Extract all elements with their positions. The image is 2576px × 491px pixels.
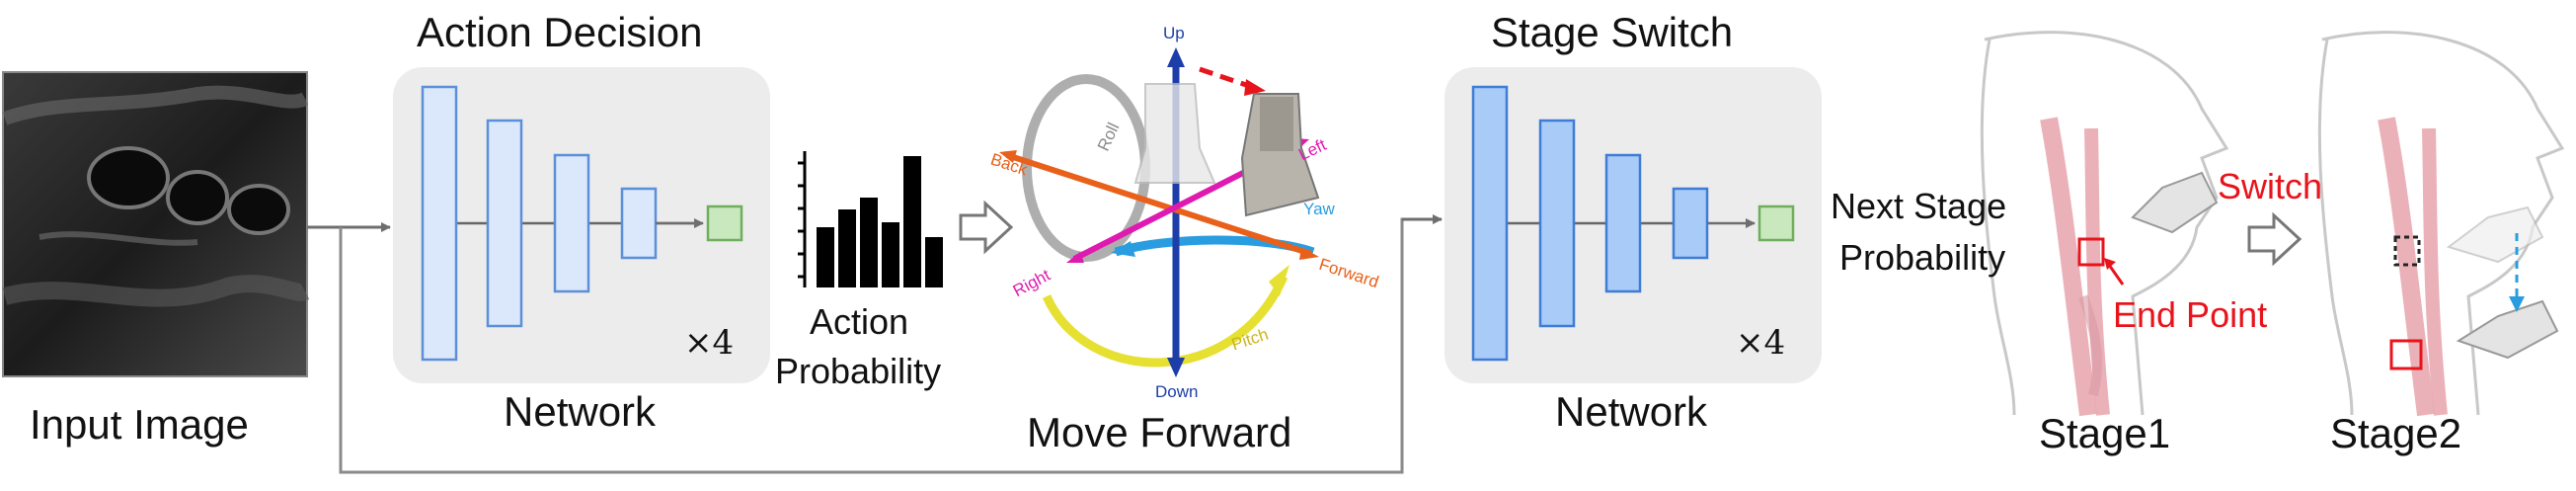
action-probability-label-line1: Action xyxy=(810,301,909,342)
next-stage-label-line2: Probability xyxy=(1839,237,2006,278)
stage1-caption: Stage1 xyxy=(2039,410,2171,456)
switch-hollow-arrow-icon xyxy=(2247,211,2303,267)
action-probability-histogram xyxy=(798,151,943,287)
action-network-layer xyxy=(486,119,523,328)
probe-motion-axes xyxy=(999,47,1320,377)
action-network-multiplier: ×4 xyxy=(684,323,735,363)
move-forward-caption: Move Forward xyxy=(1027,409,1292,455)
stage2-end-box xyxy=(2389,339,2423,370)
stage2-caption: Stage2 xyxy=(2330,410,2462,456)
stage-network-layer xyxy=(1672,187,1709,260)
input-image-caption: Input Image xyxy=(30,401,249,448)
action-network-layer xyxy=(620,187,658,260)
action-network-output xyxy=(706,205,743,242)
action-decision-title: Action Decision xyxy=(417,9,703,55)
end-point-box xyxy=(2077,237,2105,267)
axis-down-label: Down xyxy=(1155,382,1199,401)
action-network-box xyxy=(393,67,770,383)
stage2-start-box xyxy=(2393,235,2421,267)
stage-switch-title: Stage Switch xyxy=(1491,9,1734,55)
end-point-label: End Point xyxy=(2113,294,2268,335)
action-network-caption: Network xyxy=(504,388,657,435)
hollow-arrow-icon xyxy=(959,200,1014,255)
stage2-neck-illustration xyxy=(2317,31,2565,417)
stage-network-layer xyxy=(1471,85,1509,362)
stage-network-caption: Network xyxy=(1555,388,1708,435)
input-ultrasound-image xyxy=(2,71,310,377)
axis-up-label: Up xyxy=(1163,24,1185,42)
action-probability-label-line2: Probability xyxy=(775,351,942,391)
next-stage-label-line1: Next Stage xyxy=(1831,186,2007,226)
stage-network-box xyxy=(1444,67,1822,383)
switch-label: Switch xyxy=(2218,166,2323,206)
action-network-layer xyxy=(421,85,458,362)
stage-network-output xyxy=(1757,205,1795,242)
stage-network-multiplier: ×4 xyxy=(1736,323,1786,363)
stage-network-layer xyxy=(1538,119,1576,328)
stage1-neck-illustration xyxy=(1980,31,2229,417)
stage-network-layer xyxy=(1604,153,1642,293)
action-network-layer xyxy=(553,153,590,293)
ultrasound-probe-ghost xyxy=(1133,83,1216,184)
axis-yaw-label: Yaw xyxy=(1303,200,1335,218)
